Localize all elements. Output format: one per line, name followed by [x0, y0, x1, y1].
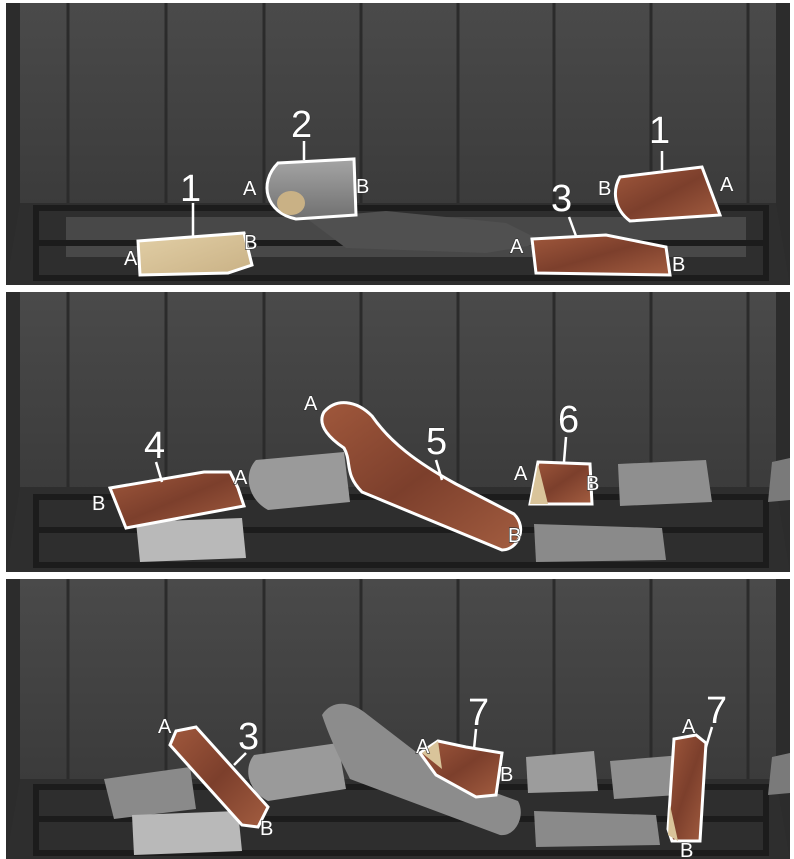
grey-log [249, 452, 350, 510]
log-end-label: A [510, 236, 524, 258]
firebox-illustration-middle: 4 A B 5 A B 6 A B [6, 292, 790, 572]
log-end-label: A [416, 736, 430, 758]
panel-bottom: 3 A B 7 A B 7 A B [6, 579, 790, 859]
log-end-label: B [244, 232, 257, 254]
log-number: 4 [144, 425, 165, 467]
log-end-label: A [514, 463, 528, 485]
grey-log [534, 811, 660, 847]
log-end-label: B [672, 254, 685, 276]
log-end-label: A [234, 467, 248, 489]
log-number: 3 [551, 178, 572, 220]
log-end-label: B [586, 473, 599, 495]
log-end-label: B [598, 178, 611, 200]
log-number: 3 [238, 716, 259, 758]
panel-middle: 4 A B 5 A B 6 A B [6, 292, 790, 572]
firebox-illustration-top: 1 A B 2 A B 3 A B 1 B A [6, 3, 790, 285]
log-end-label: A [124, 248, 138, 270]
log-number: 1 [649, 110, 670, 152]
log-end-label: A [682, 716, 696, 738]
log-end-label: A [243, 178, 257, 200]
grey-log [618, 460, 712, 506]
log-number: 7 [706, 690, 727, 732]
grey-log [526, 751, 598, 793]
log-end-label: A [720, 174, 734, 196]
log-end-label: B [92, 493, 105, 515]
log-end-label: B [680, 840, 693, 859]
log-end-label: B [260, 818, 273, 840]
log-end-label: A [158, 716, 172, 738]
firebox-illustration-bottom: 3 A B 7 A B 7 A B [6, 579, 790, 859]
panel-top: 1 A B 2 A B 3 A B 1 B A [6, 3, 790, 285]
log-end-label: B [500, 764, 513, 786]
log-number: 7 [468, 692, 489, 734]
log-number: 1 [180, 168, 201, 210]
log-number: 6 [558, 399, 579, 441]
log-end-label: A [304, 393, 318, 415]
log-number: 2 [291, 104, 312, 146]
log-end-label: B [508, 525, 521, 547]
grey-log [132, 811, 242, 855]
grey-log [136, 518, 246, 562]
log-end-label: B [356, 176, 369, 198]
grey-log [534, 524, 666, 562]
log-number: 5 [426, 421, 447, 463]
